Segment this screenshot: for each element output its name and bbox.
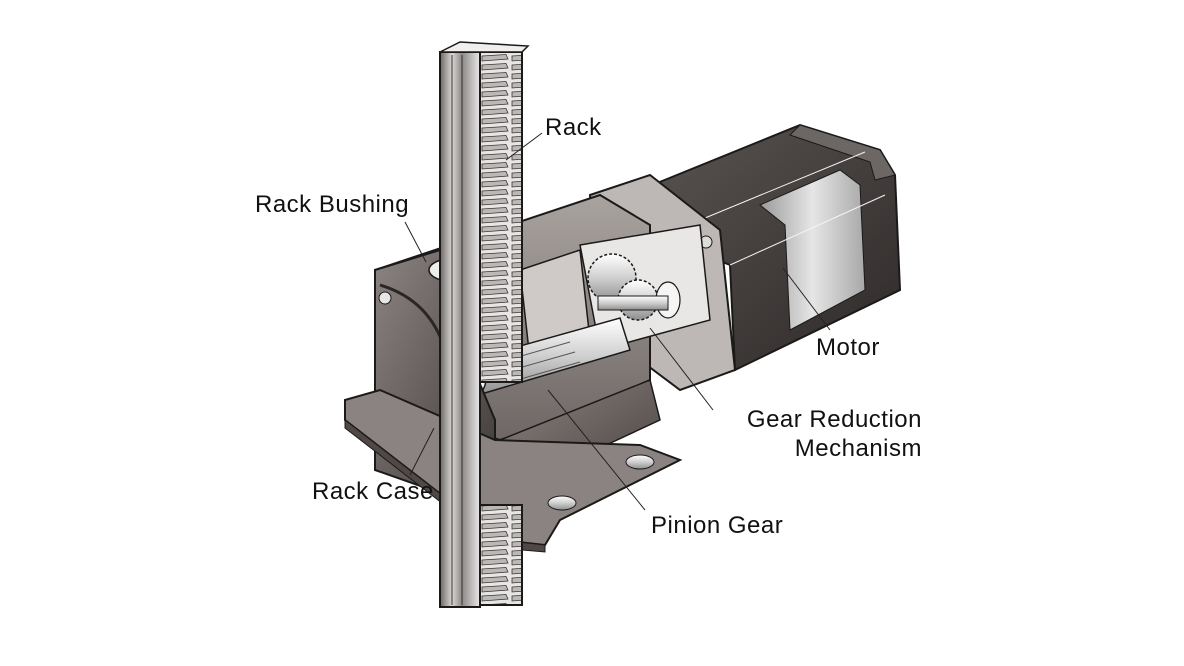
label-gear-reduction-line1: Gear Reduction	[746, 406, 922, 433]
leader-rack-bushing	[404, 221, 427, 263]
leader-motor	[782, 267, 831, 331]
leader-rack	[505, 132, 543, 161]
label-motor: Motor	[816, 334, 880, 361]
gear-reduction-gears	[587, 253, 681, 321]
label-pinion-gear: Pinion Gear	[651, 512, 784, 539]
leader-lines	[404, 132, 831, 511]
label-rack: Rack	[545, 114, 602, 141]
rack-bar	[439, 41, 530, 608]
label-rack-bushing: Rack Bushing	[255, 191, 410, 218]
label-gear-reduction-line2: Mechanism	[794, 435, 922, 462]
leader-rack-case	[409, 427, 435, 476]
leader-gear-reduction	[649, 327, 714, 411]
leader-pinion-gear	[547, 389, 646, 511]
label-rack-case: Rack Case	[312, 478, 434, 505]
mounting-base	[344, 388, 683, 553]
